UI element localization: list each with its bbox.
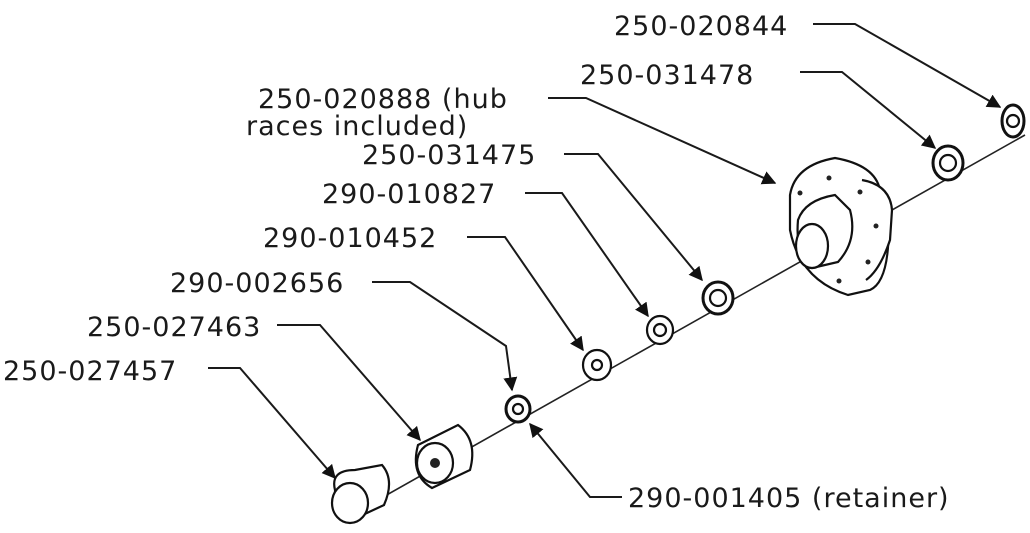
leader-250-031478	[800, 71, 937, 149]
cup-part	[414, 423, 474, 490]
leader-250-031475	[564, 153, 703, 282]
label-250-020888-line1: 250-020888 (hub	[258, 84, 508, 115]
leader-290-002656	[372, 281, 518, 392]
seal-part	[645, 314, 675, 346]
label-250-031475: 250-031475	[362, 140, 536, 171]
inner-bearing-part	[701, 280, 735, 316]
label-250-031478: 250-031478	[580, 60, 754, 91]
retainer-part	[504, 394, 532, 424]
leader-290-010452	[467, 236, 584, 352]
leader-250-027457	[208, 367, 336, 480]
label-290-010452: 290-010452	[263, 223, 437, 254]
label-250-020844: 250-020844	[614, 11, 788, 42]
label-290-001405: 290-001405 (retainer)	[628, 483, 950, 514]
leader-290-010827	[525, 192, 649, 318]
leader-290-001405	[529, 422, 622, 498]
end-bearing-part	[1000, 103, 1026, 139]
label-290-002656: 290-002656	[170, 268, 344, 299]
washer-part	[581, 348, 613, 382]
leader-250-027463	[277, 324, 421, 442]
dust-cap-part	[330, 463, 391, 525]
hub-part	[788, 156, 894, 297]
label-250-020888-line2: races included)	[246, 111, 468, 142]
label-250-027457: 250-027457	[3, 356, 177, 387]
leader-250-020888	[548, 97, 777, 185]
label-250-027463: 250-027463	[87, 312, 261, 343]
leader-250-020844	[813, 23, 1002, 108]
outer-bearing-part	[931, 144, 965, 182]
label-290-010827: 290-010827	[322, 179, 496, 210]
